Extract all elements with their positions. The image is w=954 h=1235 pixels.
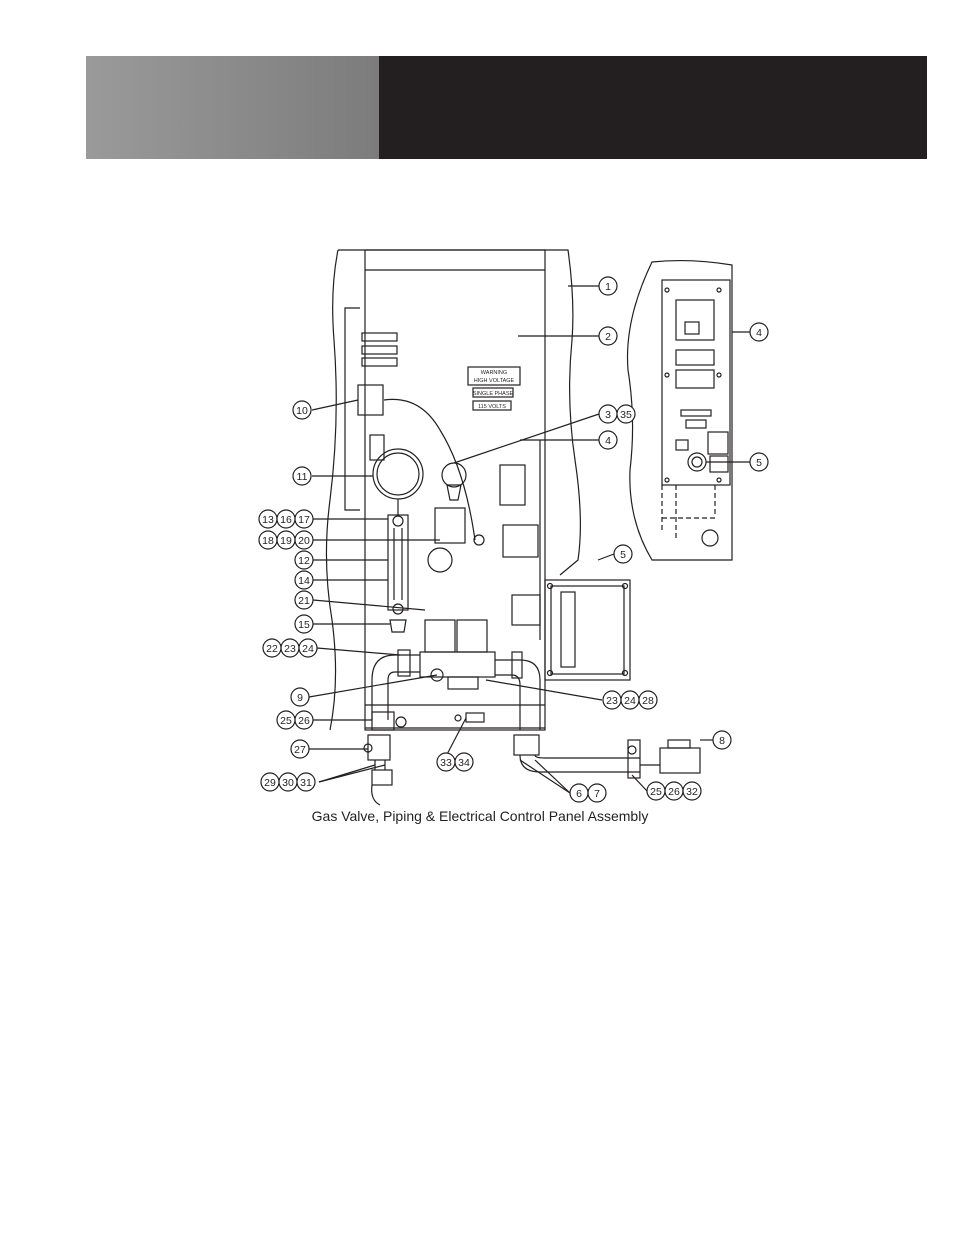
callout-16: 16 bbox=[280, 514, 292, 526]
callout-27: 27 bbox=[294, 744, 306, 756]
callout-21: 21 bbox=[298, 595, 310, 607]
callout-25-right: 25 bbox=[650, 786, 662, 798]
callout-9: 9 bbox=[297, 692, 303, 704]
callout-3: 3 bbox=[605, 409, 611, 421]
callout-28: 28 bbox=[642, 695, 654, 707]
component-3 bbox=[442, 463, 466, 487]
pipe-left bbox=[372, 655, 420, 720]
callout-4: 4 bbox=[605, 435, 611, 447]
control-panel-5 bbox=[545, 580, 630, 680]
callout-22: 22 bbox=[266, 643, 278, 655]
callout-1: 1 bbox=[605, 281, 611, 293]
pipe-right bbox=[495, 660, 540, 730]
callout-5: 5 bbox=[620, 549, 626, 561]
callout-31: 31 bbox=[300, 777, 312, 789]
callout-30: 30 bbox=[282, 777, 294, 789]
callout-24-right: 24 bbox=[624, 695, 636, 707]
valve-8 bbox=[660, 748, 700, 773]
callout-35: 35 bbox=[620, 409, 632, 421]
callout-12: 12 bbox=[298, 555, 310, 567]
callout-34: 34 bbox=[458, 757, 470, 769]
callout-23: 23 bbox=[284, 643, 296, 655]
callout-26: 26 bbox=[298, 715, 310, 727]
callout-5-inset: 5 bbox=[756, 457, 762, 469]
callout-8: 8 bbox=[719, 735, 725, 747]
warning-text: WARNING bbox=[481, 370, 507, 376]
callout-7: 7 bbox=[594, 788, 600, 800]
gauge-11 bbox=[373, 449, 423, 499]
callout-29: 29 bbox=[264, 777, 276, 789]
callout-17: 17 bbox=[298, 514, 310, 526]
callout-19: 19 bbox=[280, 535, 292, 547]
callout-20: 20 bbox=[298, 535, 310, 547]
flowmeter bbox=[388, 515, 408, 610]
callout-15: 15 bbox=[298, 619, 310, 631]
callout-10: 10 bbox=[296, 405, 308, 417]
callout-23-right: 23 bbox=[606, 695, 618, 707]
diagram-caption: Gas Valve, Piping & Electrical Control P… bbox=[300, 808, 660, 824]
callout-24: 24 bbox=[302, 643, 314, 655]
callout-33: 33 bbox=[440, 757, 452, 769]
callout-13: 13 bbox=[262, 514, 274, 526]
callout-2: 2 bbox=[605, 331, 611, 343]
high-voltage-text: HIGH VOLTAGE bbox=[474, 378, 515, 384]
single-phase-text: SINGLE PHASE bbox=[473, 391, 514, 397]
callout-14: 14 bbox=[298, 575, 310, 587]
gas-valve-right bbox=[457, 620, 487, 652]
inner-panel bbox=[365, 250, 545, 730]
callout-26-right: 26 bbox=[668, 786, 680, 798]
callout-25: 25 bbox=[280, 715, 292, 727]
callout-4-inset: 4 bbox=[756, 327, 762, 339]
callout-32: 32 bbox=[686, 786, 698, 798]
callout-18: 18 bbox=[262, 535, 274, 547]
volts-text: 115 VOLTS bbox=[478, 404, 506, 410]
component-10 bbox=[358, 385, 383, 415]
gas-valve-left bbox=[425, 620, 455, 652]
callout-11: 11 bbox=[297, 471, 308, 483]
inset-outline bbox=[628, 261, 733, 560]
callout-6: 6 bbox=[576, 788, 582, 800]
